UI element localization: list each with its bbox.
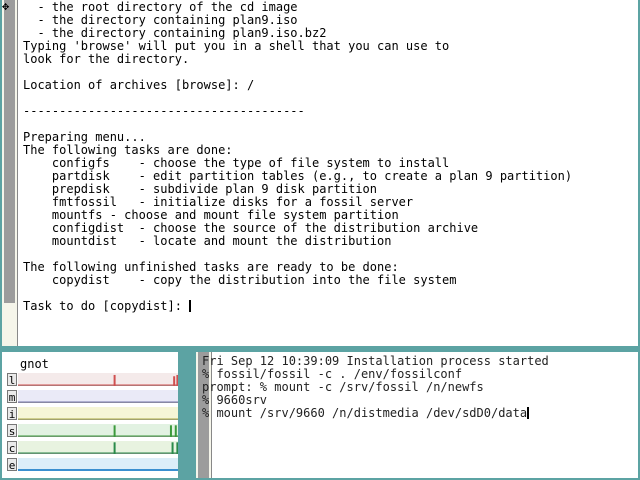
main-line: The following tasks are done: xyxy=(23,143,233,157)
main-line: configdist - choose the source of the di… xyxy=(23,221,479,235)
stat-row-ctx[interactable]: c xyxy=(7,441,178,455)
main-line: mountfs - choose and mount file system p… xyxy=(23,208,399,222)
plot-spike xyxy=(176,442,178,454)
stat-row-mem[interactable]: m xyxy=(7,390,178,404)
log-line: % fossil/fossil -c . /env/fossilconf xyxy=(202,367,463,381)
main-line: - the root directory of the cd image xyxy=(23,0,298,14)
main-line: partdisk - edit partition tables (e.g., … xyxy=(23,169,573,183)
main-line: The following unfinished tasks are ready… xyxy=(23,260,399,274)
eth-band xyxy=(18,469,178,471)
sys-graph xyxy=(18,424,178,437)
stat-label-ctx[interactable]: c xyxy=(7,441,17,455)
text-caret xyxy=(527,407,530,419)
main-line: prepdisk - subdivide plan 9 disk partiti… xyxy=(23,182,378,196)
installer-terminal-window[interactable]: ✥ - the root directory of the cd image -… xyxy=(0,0,640,348)
main-line: Typing 'browse' will put you in a shell … xyxy=(23,39,450,53)
installer-output-text[interactable]: - the root directory of the cd image - t… xyxy=(23,1,572,313)
main-line: Preparing menu... xyxy=(23,130,146,144)
install-log-window[interactable]: Fri Sep 12 10:39:09 Installation process… xyxy=(194,350,640,480)
plot-spike xyxy=(174,425,177,437)
log-scrollbar-thumb[interactable] xyxy=(198,352,209,478)
stat-label-sys[interactable]: s xyxy=(7,424,17,438)
main-line: --------------------------------------- xyxy=(23,104,305,118)
stat-label-mem[interactable]: m xyxy=(7,390,17,404)
main-line: mountdist - locate and mount the distrib… xyxy=(23,234,392,248)
install-log-text[interactable]: Fri Sep 12 10:39:09 Installation process… xyxy=(202,355,549,420)
plot-spike xyxy=(169,425,172,437)
log-line: prompt: % mount -c /srv/fossil /n/newfs xyxy=(202,380,484,394)
main-line: copydist - copy the distribution into th… xyxy=(23,273,457,287)
intr-graph xyxy=(18,407,178,420)
text-caret xyxy=(189,300,192,312)
plot-spike xyxy=(171,442,174,454)
stat-label-intr[interactable]: i xyxy=(7,407,17,421)
installer-scrollbar[interactable] xyxy=(2,0,18,346)
main-line: fmtfossil - initialize disks for a fossi… xyxy=(23,195,414,209)
log-line: Fri Sep 12 10:39:09 Installation process… xyxy=(202,354,549,368)
main-line: - the directory containing plan9.iso xyxy=(23,13,298,27)
log-scrollbar[interactable] xyxy=(196,352,212,478)
plot-spike xyxy=(173,376,176,386)
log-line: % 9660srv xyxy=(202,393,268,407)
eth-graph xyxy=(18,458,178,471)
stat-row-intr[interactable]: i xyxy=(7,407,178,421)
main-line: look for the directory. xyxy=(23,52,190,66)
plot-spike xyxy=(113,442,116,454)
mouse-pointer-icon: ✥ xyxy=(2,0,10,13)
main-line: Location of archives [browse]: / xyxy=(23,78,255,92)
plot-spike xyxy=(176,374,178,386)
main-line: configfs - choose the type of file syste… xyxy=(23,156,450,170)
stat-label-load[interactable]: l xyxy=(7,373,17,387)
ctx-graph xyxy=(18,441,178,454)
load-graph xyxy=(18,373,178,386)
stat-row-sys[interactable]: s xyxy=(7,424,178,438)
main-line: Task to do [copydist]: xyxy=(23,299,190,313)
mem-graph xyxy=(18,390,178,403)
stat-label-eth[interactable]: e xyxy=(7,458,17,472)
stats-window[interactable]: gnot l m i s c e xyxy=(0,350,180,480)
machine-name: gnot xyxy=(20,357,49,371)
stat-row-load[interactable]: l xyxy=(7,373,178,387)
plot-spike xyxy=(113,425,116,437)
installer-scrollbar-thumb[interactable] xyxy=(4,0,15,303)
log-line: % mount /srv/9660 /n/distmedia /dev/sdD0… xyxy=(202,406,528,420)
stat-row-eth[interactable]: e xyxy=(7,458,178,472)
plot-spike xyxy=(113,374,116,386)
main-line: - the directory containing plan9.iso.bz2 xyxy=(23,26,327,40)
